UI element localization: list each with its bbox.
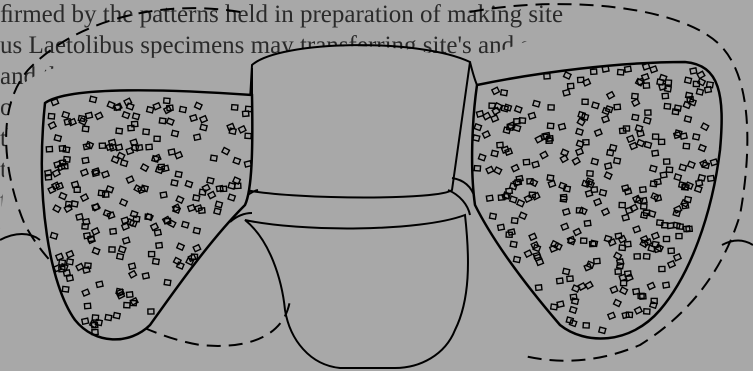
scanned-page: ﬁrmed by the patterns held in preparatio… [0,0,753,370]
tooth-section-diagram [0,0,753,370]
